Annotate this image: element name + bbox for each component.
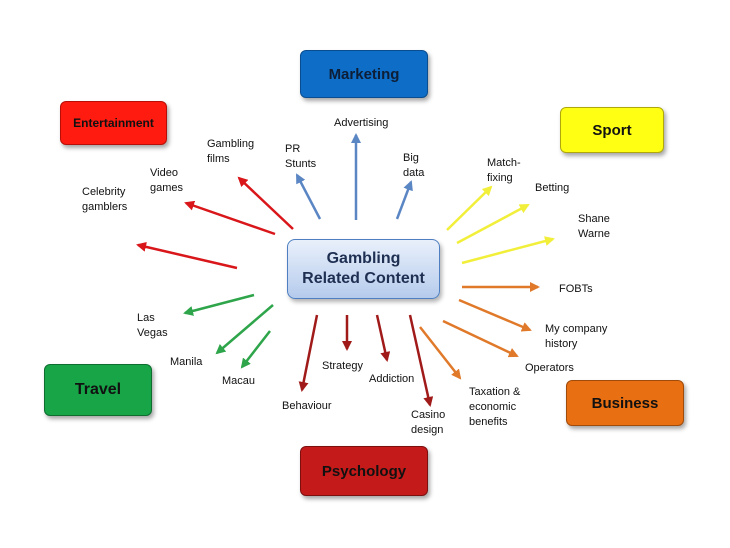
topic-big-data: Big data [403,152,425,179]
topic-manila: Manila [170,356,203,368]
category-sport-label: Sport [592,121,632,139]
category-travel: Travel [44,364,152,416]
category-business-label: Business [591,394,659,412]
category-marketing-label: Marketing [328,65,400,83]
topic-fobts: FOBTs [559,283,593,295]
arrow-celebrity-gamblers [136,241,238,270]
arrow-behaviour [298,314,319,392]
arrow-video-games [184,200,276,236]
category-sport: Sport [560,107,664,153]
topic-betting: Betting [535,182,570,194]
topic-gambling-films: Gambling films [207,138,255,165]
topic-shane-warne: Shane Warne [578,213,610,240]
topic-casino-design: Casino design [411,409,446,436]
center-title-line2: Related Content [302,270,425,287]
category-psychology-label: Psychology [321,462,407,480]
category-marketing: Marketing [300,50,428,98]
center-node: Gambling Related Content [287,239,440,299]
topic-company-history: My company history [545,323,608,350]
arrow-shane-warne [461,236,555,265]
arrow-operators [442,319,519,358]
arrow-las-vegas [183,293,255,316]
arrow-betting [456,203,530,245]
topic-addiction: Addiction [369,373,415,385]
topic-operators: Operators [525,362,574,374]
arrow-taxation [419,326,462,380]
category-travel-label: Travel [74,381,122,398]
arrow-pr-stunts [295,173,322,220]
arrow-casino-design [408,314,434,407]
topic-strategy: Strategy [322,360,363,372]
category-business: Business [566,380,684,426]
arrow-macau [240,330,271,369]
arrow-gambling-films [237,176,294,230]
topic-pr-stunts: PR Stunts [285,143,317,170]
category-entertainment: Entertainment [60,101,167,145]
topic-behaviour: Behaviour [282,400,332,412]
topic-las-vegas: Las Vegas [137,312,168,339]
topic-advertising: Advertising [334,117,389,129]
arrow-addiction [375,314,391,362]
category-psychology: Psychology [300,446,428,496]
arrow-company-history [458,298,532,332]
topic-celebrity-gamblers: Celebrity gamblers [82,186,128,213]
arrow-big-data [395,180,413,220]
topic-video-games: Video games [150,167,184,194]
center-title-line1: Gambling [326,250,401,267]
arrow-manila [215,304,274,355]
category-entertainment-label: Entertainment [73,116,154,130]
topic-taxation: Taxation & economic benefits [469,386,521,428]
arrow-match-fixing [446,185,493,231]
topic-match-fixing: Match- fixing [487,157,521,184]
topic-macau: Macau [222,375,256,387]
